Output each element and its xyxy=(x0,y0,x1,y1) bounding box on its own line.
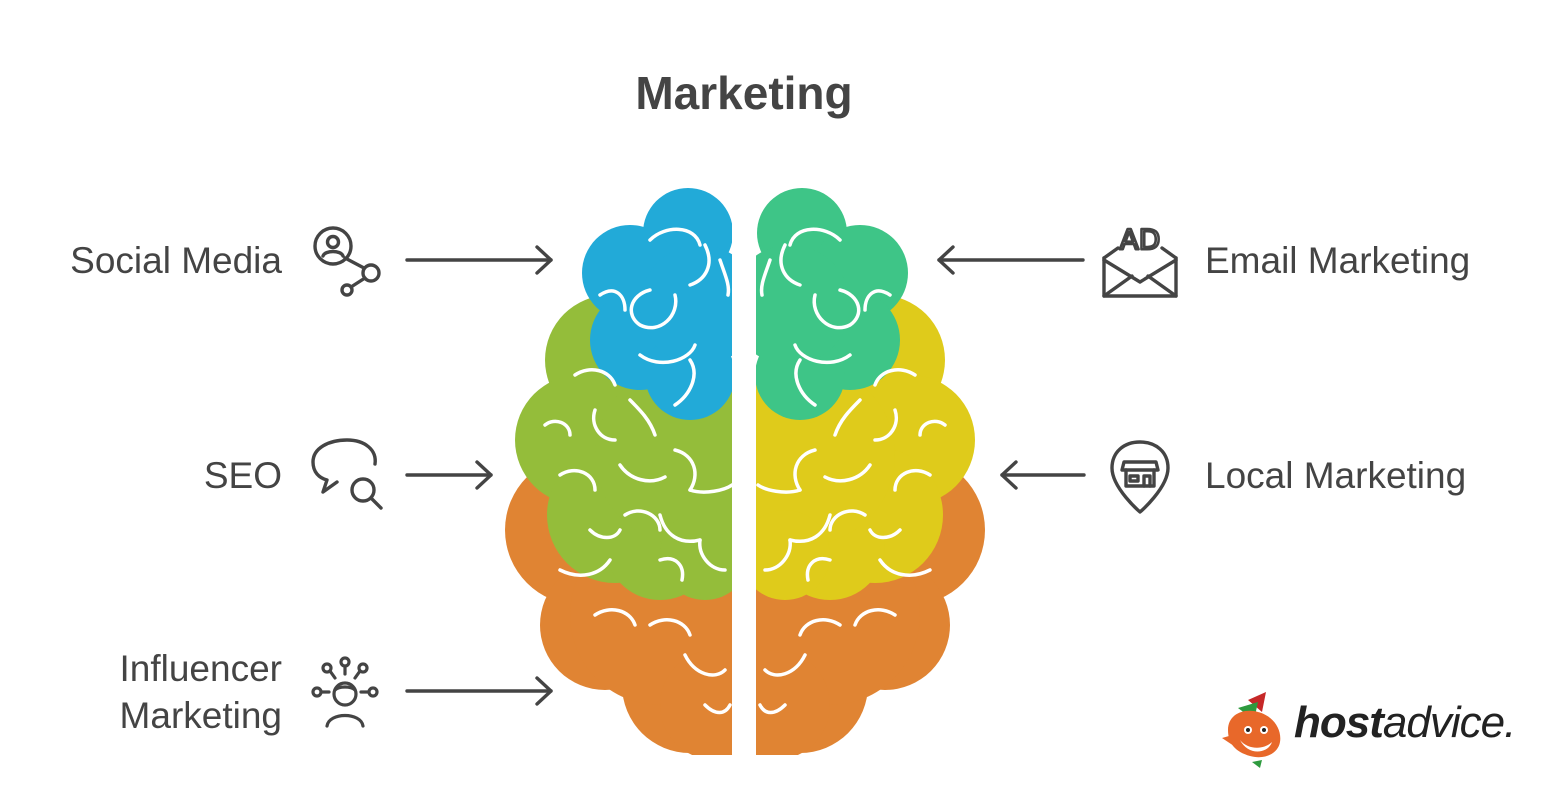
logo-wordmark: hostadvice. xyxy=(1294,698,1516,748)
brain-region-green-right xyxy=(756,188,908,420)
brain-illustration xyxy=(505,188,985,755)
label-seo: SEO xyxy=(203,455,282,496)
label-local-marketing: Local Marketing xyxy=(1205,455,1467,496)
diagram-title: Marketing xyxy=(635,67,853,119)
arrow-email-marketing xyxy=(937,245,1085,275)
label-social-media: Social Media xyxy=(70,240,282,281)
social-network-user-icon xyxy=(305,220,385,300)
store-location-pin-icon xyxy=(1100,436,1180,516)
arrow-social-media xyxy=(405,245,553,275)
label-influencer-line1: Influencer xyxy=(119,648,283,689)
speech-search-icon xyxy=(305,432,385,512)
ad-icon-text: AD xyxy=(1120,223,1161,256)
fox-mascot-icon xyxy=(1222,692,1281,768)
logo-wordmark-bold: host xyxy=(1294,698,1384,747)
influencer-network-icon xyxy=(305,654,385,734)
brain-right-folds xyxy=(756,227,947,715)
arrow-seo xyxy=(405,460,493,490)
label-influencer-line2: Marketing xyxy=(119,695,282,736)
arrow-local-marketing xyxy=(1000,460,1086,490)
arrow-influencer-marketing xyxy=(405,676,553,706)
hostadvice-logo: hostadvice. xyxy=(1218,690,1518,770)
brain-left-hemisphere xyxy=(505,188,732,755)
brain-left-folds xyxy=(543,227,732,715)
label-email-marketing: Email Marketing xyxy=(1205,240,1471,281)
brain-right-hemisphere xyxy=(756,188,985,755)
logo-wordmark-regular: advice. xyxy=(1382,698,1516,747)
ad-envelope-icon: AD xyxy=(1100,222,1180,302)
label-influencer-marketing: Influencer Marketing xyxy=(120,645,283,739)
